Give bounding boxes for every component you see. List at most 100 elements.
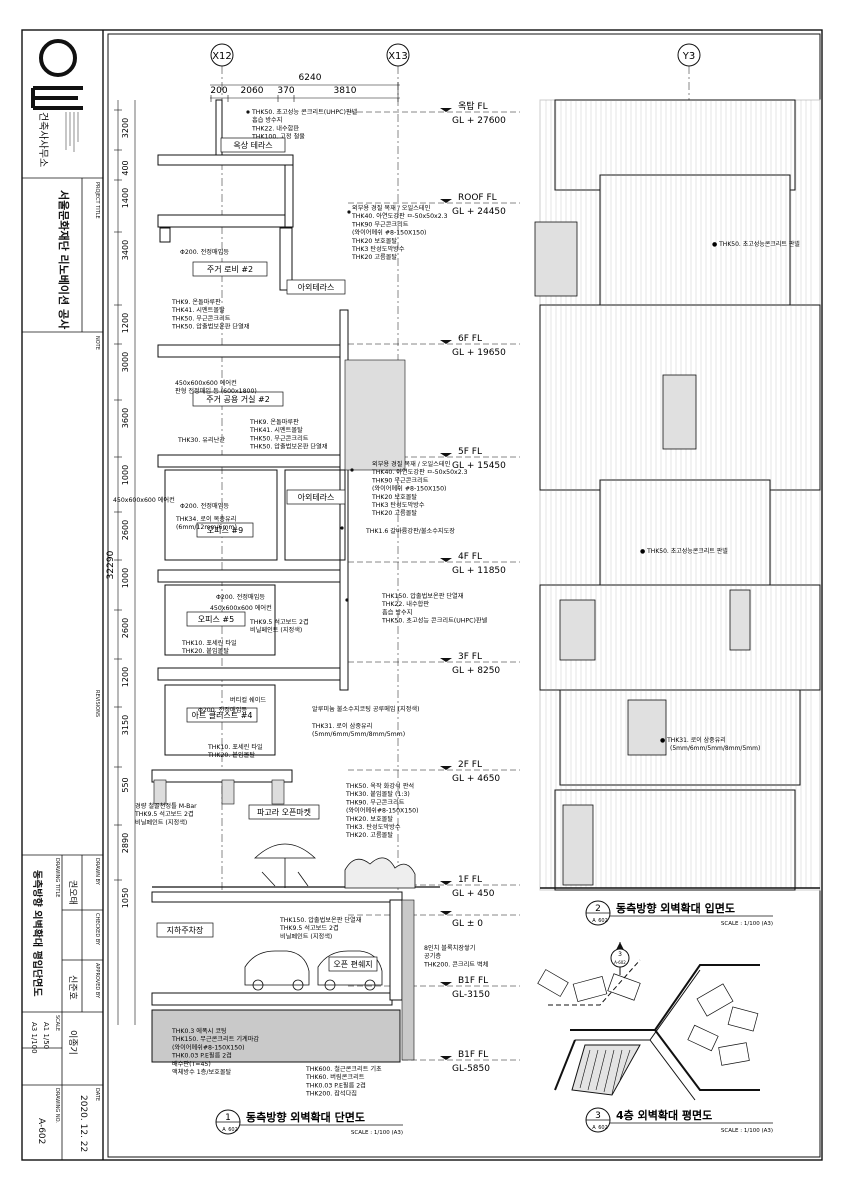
annotation-note: THK50. 초고성능 콘크리트(UHPC)판넬 [381, 617, 488, 625]
room-label: 아외테라스 [298, 492, 335, 502]
annotation-note: THK3. 탄성도막방수 [345, 823, 401, 831]
room-label: 지하주차장 [167, 925, 204, 935]
level-elevation: GL + 4650 [452, 774, 500, 784]
room-label: 아외테라스 [298, 282, 335, 292]
room-label: 아트 클러스트 #4 [191, 710, 252, 720]
caption-scale: SCALE : 1/100 (A3) [721, 1128, 773, 1134]
level-marker [440, 881, 452, 885]
annotation-note: Φ200. 전정매입등 [198, 706, 247, 714]
elevation-window [627, 699, 667, 756]
umbrella-sketch [253, 843, 416, 889]
caption-ref: 602 [228, 1127, 238, 1133]
annotation-note: 450x600x600 에어컨 [113, 496, 175, 504]
annotation-note: THK0.03 P.E필름 2겹 [305, 1081, 366, 1089]
annotation-note: 알루미늄 불소수지코팅 공루메임 (지정색) [312, 705, 420, 713]
annotation-note: THK30. 유리난간 [177, 436, 225, 444]
annotation-note: THK20. 붙임몰탈 [181, 647, 229, 655]
annotation-note: THK50. 압출법보온판 단열재 [249, 443, 328, 451]
revisions-label: REVISIONS [94, 690, 100, 718]
dim-total: 32290 [106, 550, 116, 579]
elevation-panel [599, 479, 771, 591]
caption-title: 4층 외벽확대 평면도 [616, 1108, 712, 1122]
annotation-note: 공기층 [424, 952, 441, 960]
annotation-note: THK34. 로이 복층유리 [175, 515, 236, 523]
caption-ref: 602 [598, 1125, 608, 1131]
annotation-note: THK0.03 P.E필름 2겹 [171, 1052, 232, 1060]
annotation-note: (와이어메쉬 #8-150X150) [372, 485, 446, 493]
annotation-note: 액체방수 1층/보호몰탈 [172, 1068, 232, 1076]
grid-label: X12 [212, 51, 232, 62]
annotation-note: THK50. 압출법보온판 단열재 [171, 323, 250, 331]
annotation-note: THK90. 무근콘크리트 [345, 798, 405, 806]
scale-label: SCALE [54, 1015, 60, 1032]
room-label: 오피스 #9 [207, 526, 243, 535]
car-sketch [244, 950, 383, 991]
annotation-note: THK10. 포세린 타일 [207, 743, 263, 751]
room-label: 주거 로비 #2 [207, 265, 253, 274]
firm-name: 건축사사무소 [37, 112, 48, 168]
checked-by-label: CHECKED BY [94, 913, 100, 945]
level-marker [440, 982, 452, 986]
level-elevation: GL + 19650 [452, 348, 506, 358]
dim-label: 1200 [121, 667, 130, 687]
annotation-note: 8인치 블록치장쌓기 [424, 944, 475, 952]
annotation-note: THK22. 내수합판 [381, 600, 429, 608]
drawn-by-label: DRAWN BY [94, 858, 100, 885]
sheet-border [21, 29, 823, 1161]
room-label-box [286, 489, 346, 505]
level-name: 옥탑 FL [458, 100, 488, 112]
annotation-note: (와이어메쉬#8-150X150) [172, 1043, 245, 1051]
annotation-note: THK60. 버림콘크리트 [305, 1073, 365, 1081]
dim-label: 3200 [121, 118, 130, 138]
annotation-note: THK22. 내수합판 [251, 124, 299, 132]
level-name: ROOF FL [458, 193, 497, 203]
caption-title: 동측방향 외벽확대 단면도 [246, 1110, 365, 1124]
annotation-note: THK100. 고정 철물 [251, 133, 305, 141]
level-marker [440, 911, 452, 915]
grid-label: Y3 [682, 51, 695, 62]
annotation-note: 비닐페인트 (지정색) [250, 626, 302, 634]
caption-scale: SCALE : 1/100 (A3) [351, 1130, 403, 1136]
date-label: DATE [94, 1088, 100, 1102]
dim-label: 200 [210, 86, 227, 96]
room-label-box [192, 261, 268, 277]
annotation-note: THK3 탄성도막방수 [371, 501, 425, 509]
project-title: 서울문화재단 리노베이션 공사 [57, 190, 70, 330]
room-label-box [286, 279, 346, 295]
level-elevation: GL + 11850 [452, 566, 506, 576]
annotation-note: 경량 철골천정틀 M-Bar [135, 802, 197, 810]
dim-label: 3150 [121, 715, 130, 735]
level-marker [440, 658, 452, 662]
annotation-note: (와이어메쉬#8-150X150) [346, 807, 419, 815]
foundation [151, 1009, 401, 1063]
annotation-note: 450x600x600 에어컨 [210, 604, 272, 612]
annotation-note: THK150. 압출법보온판 단열재 [381, 592, 464, 600]
dim-label: 1000 [121, 465, 130, 485]
room-label-box [186, 611, 246, 627]
dim-label: 3400 [121, 240, 130, 260]
level-marker [440, 1056, 452, 1060]
annotation-note: THK50. 무근콘크리트 [171, 314, 231, 322]
level-elevation: GL + 27600 [452, 116, 506, 126]
annotation-note: 450x600x600 에어컨 [175, 379, 237, 387]
annotation-note: THK40. 아연도강판 ㅁ-50x50x2.3 [351, 212, 448, 220]
level-name: 4F FL [458, 552, 482, 562]
level-marker [440, 340, 452, 344]
dim-label: 370 [277, 86, 294, 96]
elevation-window [562, 804, 594, 886]
annotation-note: 흡습 방수지 [252, 116, 282, 124]
annotation-note: THK20 보호몰탈 [371, 493, 417, 501]
dim-label: 2600 [121, 618, 130, 638]
elevation-note: (5mm/6mm/5mm/8mm/5mm) [670, 745, 760, 752]
room-label: 오픈 편쉐지 [333, 959, 372, 969]
annotation-note: 판형 전정매입 등 (600x1800) [175, 387, 257, 395]
annotation-note: THK20 보호몰탈 [351, 237, 397, 245]
dim-label: 400 [121, 160, 130, 175]
level-elevation: GL-3150 [452, 990, 490, 1000]
level-name: 5F FL [458, 447, 482, 457]
scale-a1: A1 1/50 [42, 1022, 50, 1050]
room-label-box [186, 707, 258, 723]
drawing-title-label: DRAWING TITLE [54, 858, 60, 898]
